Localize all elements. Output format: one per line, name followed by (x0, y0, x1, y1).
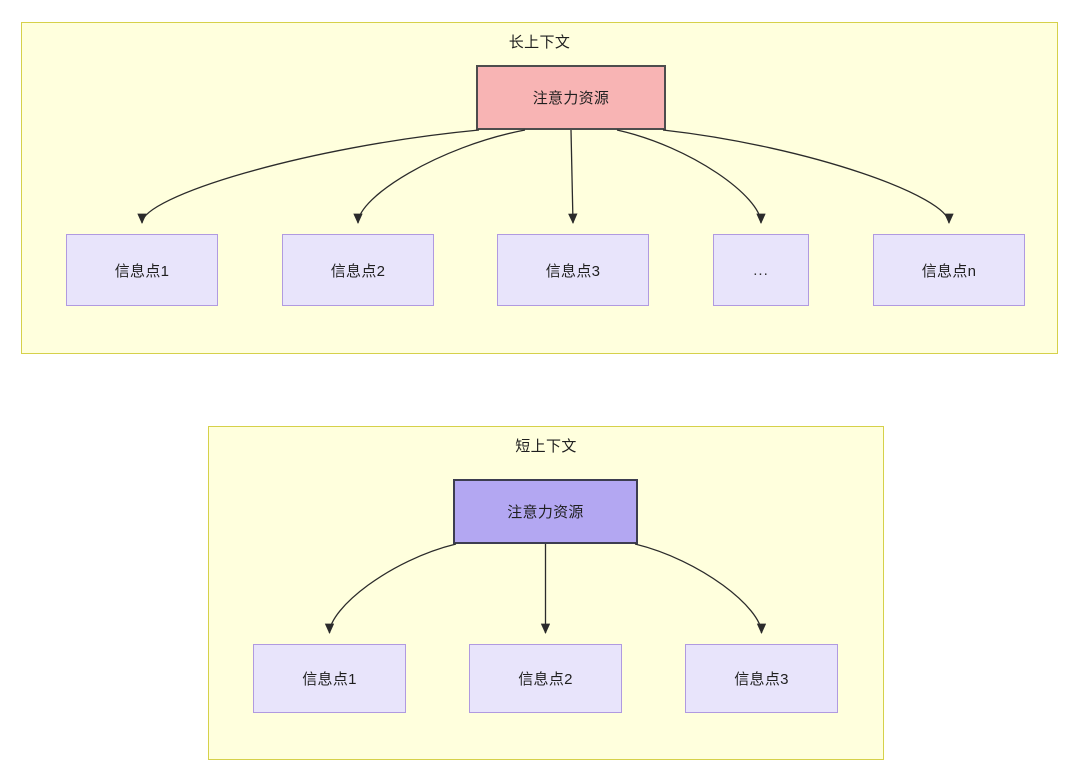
group-long-context-title: 长上下文 (508, 34, 571, 51)
node-label: 信息点1 (114, 262, 170, 280)
node-label: 信息点3 (734, 671, 789, 688)
node-info-point-n-long[interactable]: 信息点n (873, 234, 1025, 306)
node-info-point-2-long[interactable]: 信息点2 (282, 234, 434, 306)
node-label: 信息点n (921, 262, 977, 280)
node-info-point-ellipsis-long[interactable]: ... (713, 234, 809, 306)
node-label: 信息点2 (330, 262, 386, 280)
node-label: 信息点2 (518, 671, 573, 688)
node-info-point-2-short[interactable]: 信息点2 (469, 644, 622, 713)
group-short-context-title: 短上下文 (515, 438, 577, 455)
node-label: 注意力资源 (507, 504, 584, 521)
node-attention-resource-short[interactable]: 注意力资源 (453, 479, 638, 544)
node-info-point-3-short[interactable]: 信息点3 (685, 644, 838, 713)
node-label: ... (753, 261, 769, 279)
node-label: 信息点1 (302, 671, 357, 688)
node-attention-resource-long[interactable]: 注意力资源 (476, 65, 666, 130)
node-info-point-1-long[interactable]: 信息点1 (66, 234, 218, 306)
node-info-point-1-short[interactable]: 信息点1 (253, 644, 406, 713)
node-info-point-3-long[interactable]: 信息点3 (497, 234, 649, 306)
node-label: 信息点3 (545, 262, 601, 280)
node-label: 注意力资源 (532, 90, 610, 107)
